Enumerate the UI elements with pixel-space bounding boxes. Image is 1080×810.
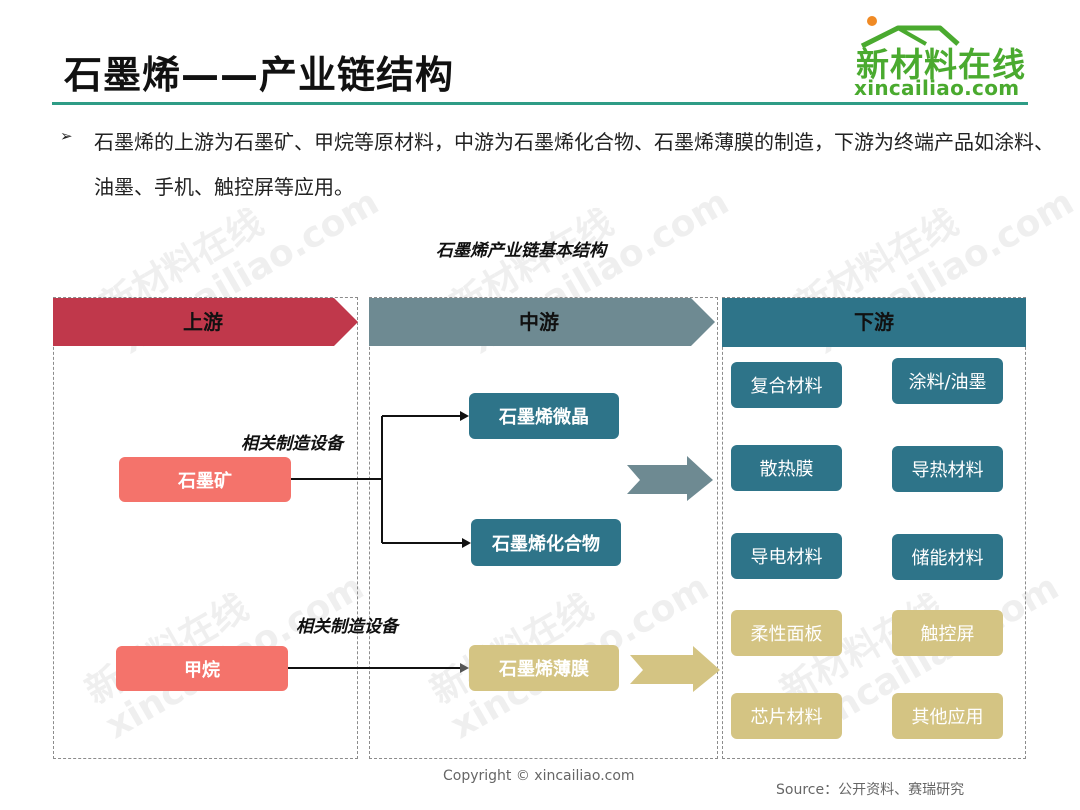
downstream-column	[722, 297, 1026, 759]
midstream-item-microcrystal[interactable]: 石墨烯微晶	[469, 393, 619, 439]
stage-label-downstream: 下游	[854, 310, 894, 334]
downstream-item-composite[interactable]: 复合材料	[731, 362, 842, 408]
logo-name-cn: 新材料在线	[856, 45, 1026, 84]
downstream-item-touchscreen[interactable]: 触控屏	[892, 610, 1003, 656]
connector-note-equipment: 相关制造设备	[241, 434, 343, 454]
stage-label-midstream: 中游	[519, 310, 559, 334]
upstream-column	[53, 297, 358, 759]
logo-domain: xincailiao.com	[854, 76, 1020, 100]
copyright-text: Copyright © xincailiao.com	[443, 768, 635, 784]
arrowhead-icon	[460, 411, 469, 421]
arrow-bullet-icon: ➢	[60, 127, 73, 145]
summary-text: 石墨烯的上游为石墨矿、甲烷等原材料，中游为石墨烯化合物、石墨烯薄膜的制造，下游为…	[94, 130, 1054, 199]
page-title: 石墨烯——产业链结构	[64, 53, 455, 97]
downstream-item-thermal-material[interactable]: 导热材料	[892, 446, 1003, 492]
midstream-header-arrow	[369, 298, 715, 346]
upstream-item-methane[interactable]: 甲烷	[116, 646, 288, 691]
midstream-item-film[interactable]: 石墨烯薄膜	[469, 645, 619, 691]
stage-label-upstream: 上游	[183, 310, 223, 334]
upstream-item-graphite-ore[interactable]: 石墨矿	[119, 457, 291, 502]
downstream-item-conductive-material[interactable]: 导电材料	[731, 533, 842, 579]
downstream-header-bar	[722, 298, 1026, 347]
chevron-arrow-teal-icon	[627, 456, 713, 501]
diagram-caption: 石墨烯产业链基本结构	[436, 241, 606, 261]
connector-graphite	[291, 415, 464, 544]
midstream-column	[369, 297, 718, 759]
downstream-item-chip-material[interactable]: 芯片材料	[731, 693, 842, 739]
downstream-item-energy-storage[interactable]: 储能材料	[892, 534, 1003, 580]
chevron-arrow-khaki-icon	[630, 646, 720, 692]
title-divider	[52, 102, 1028, 105]
connector-note-equipment: 相关制造设备	[296, 617, 398, 637]
downstream-item-flexible-panel[interactable]: 柔性面板	[731, 610, 842, 656]
source-text: Source：公开资料、赛瑞研究	[776, 782, 965, 798]
arrowhead-icon	[460, 663, 469, 673]
upstream-header-arrow	[53, 298, 358, 346]
downstream-item-other-applications[interactable]: 其他应用	[892, 693, 1003, 739]
midstream-item-compound[interactable]: 石墨烯化合物	[471, 519, 621, 566]
arrowhead-icon	[462, 538, 471, 548]
downstream-item-heat-film[interactable]: 散热膜	[731, 445, 842, 491]
brand-logo[interactable]: 新材料在线 xincailiao.com	[848, 14, 1038, 100]
house-roof-icon	[860, 16, 960, 49]
downstream-item-coating-ink[interactable]: 涂料/油墨	[892, 358, 1003, 404]
